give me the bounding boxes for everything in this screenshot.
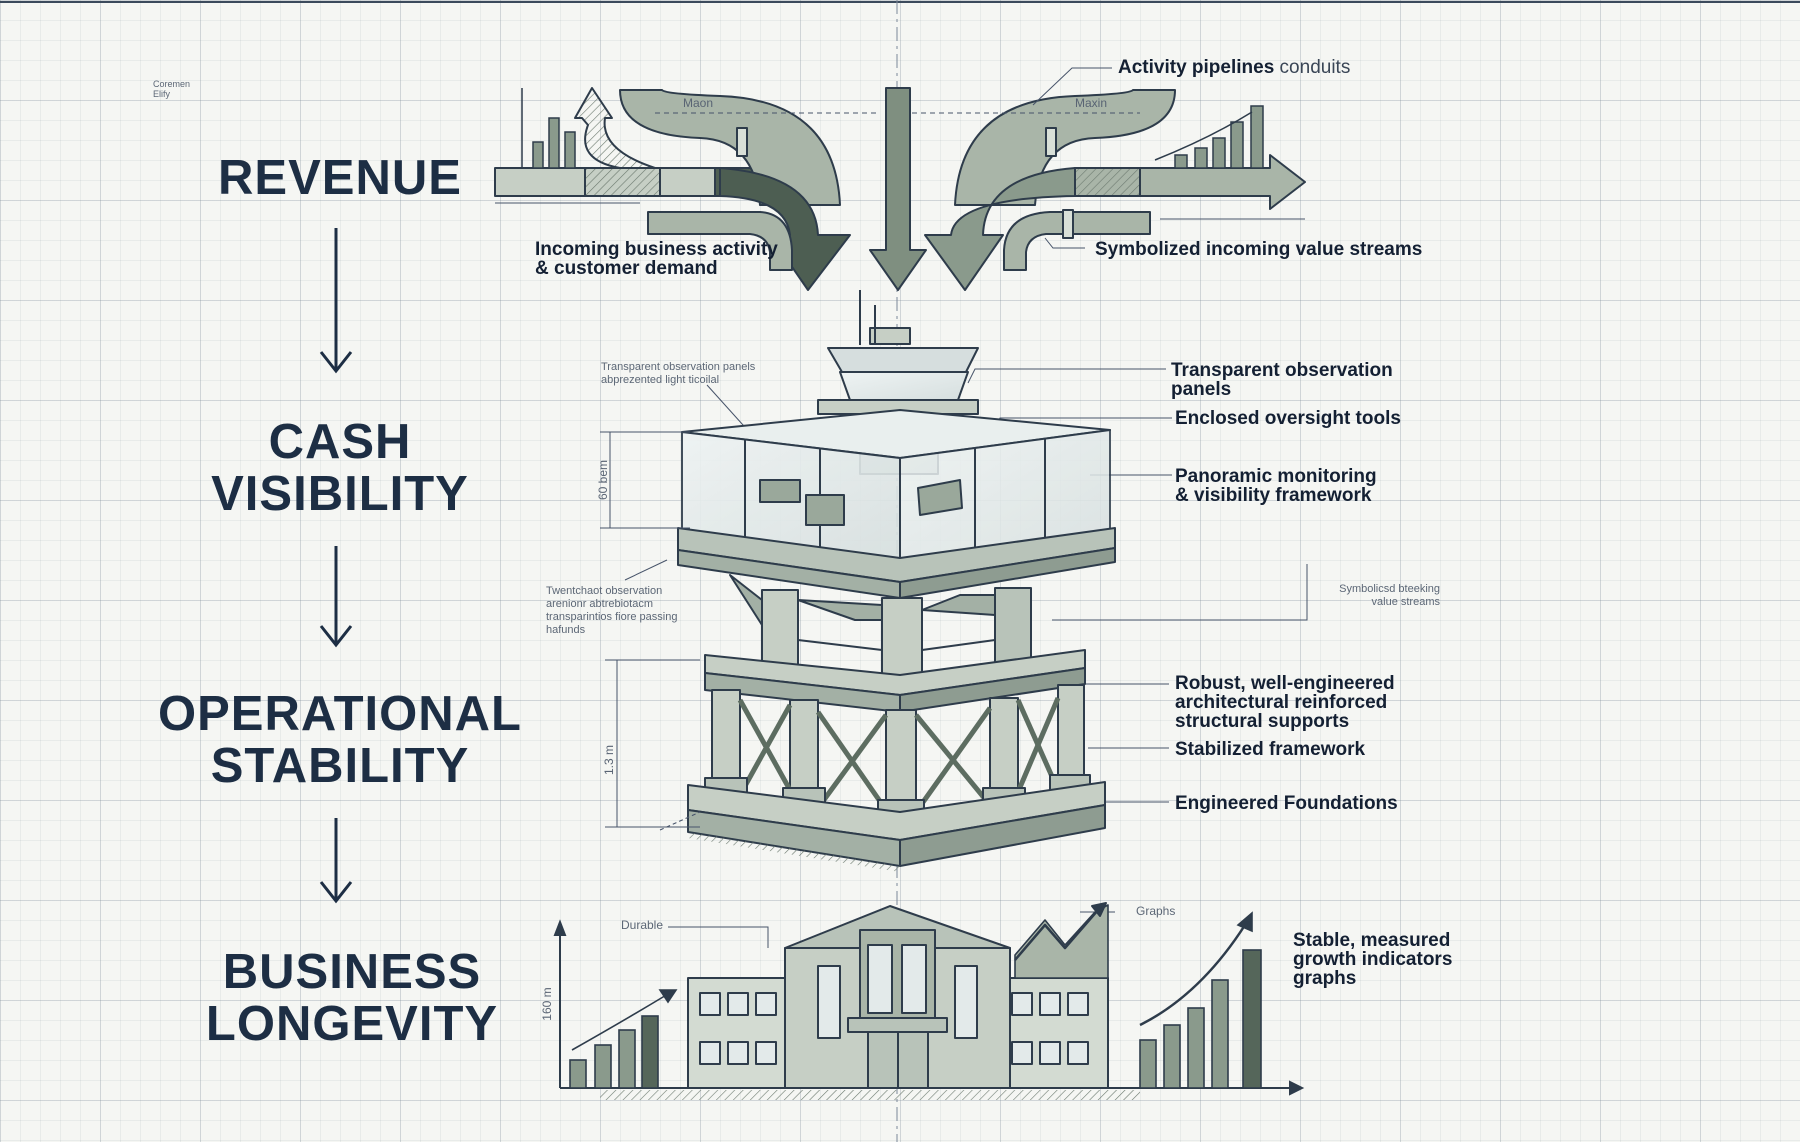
- callout-stabilized-framework: Stabilized framework: [1175, 740, 1365, 759]
- note-corner: Coremen Elify: [153, 79, 190, 99]
- dim-main-right: Maxin: [1075, 96, 1107, 110]
- left-growth-bars: [569, 989, 678, 1089]
- note-graphs-text: Graphs: [1136, 904, 1176, 918]
- callout-robust-supports-line1: Robust, well-engineered: [1175, 673, 1395, 694]
- note-durable: Durable: [621, 919, 663, 932]
- callout-oversight-tools: Enclosed oversight tools: [1175, 409, 1401, 428]
- stage-operational-stability: OPERATIONAL STABILITY: [0, 688, 680, 792]
- note-durable-text: Durable: [621, 918, 664, 932]
- dim-main-left: Maon: [683, 96, 713, 110]
- stage-operational-stability-line2: STABILITY: [210, 739, 470, 793]
- dim-main-right-text: Maxin: [1075, 96, 1108, 110]
- stage-business-longevity-line1: BUSINESS: [222, 945, 482, 999]
- note-streams-small-line1: Symbolicsd bteeking: [1339, 583, 1440, 595]
- dim-tower-lower: 1.3 m: [602, 735, 616, 785]
- callout-stabilized-framework-text: Stabilized framework: [1175, 739, 1366, 760]
- callout-growth-indicators-line3: graphs: [1293, 968, 1357, 989]
- building: [687, 902, 1109, 1089]
- callout-activity-pipelines: Activity pipelines conduits: [1118, 58, 1350, 77]
- note-streams-small: Symbolicsd bteeking value streams: [1290, 583, 1440, 609]
- callout-value-streams-text: Symbolized incoming value streams: [1095, 239, 1423, 260]
- note-panels-small-line1: Transparent observation panels: [601, 361, 756, 373]
- top-right-bars: [1154, 105, 1264, 169]
- callout-incoming-activity: Incoming business activity & customer de…: [535, 240, 778, 278]
- note-panels-small: Transparent observation panels abprezent…: [601, 361, 755, 387]
- callout-value-streams: Symbolized incoming value streams: [1095, 240, 1422, 259]
- callout-transparent-panels: Transparent observation panels: [1171, 361, 1393, 399]
- note-tower-left-line3: transparintios fiore passing: [546, 611, 678, 623]
- arrow-down-icon: [318, 818, 354, 906]
- pipeline-group: [494, 87, 1306, 291]
- tower-structure: [677, 290, 1116, 872]
- note-streams-small-line2: value streams: [1371, 596, 1440, 608]
- callout-foundations: Engineered Foundations: [1175, 794, 1398, 813]
- callout-growth-indicators-line2: growth indicators: [1293, 949, 1453, 970]
- callout-panoramic-line1: Panoramic monitoring: [1175, 466, 1377, 487]
- stage-revenue-text: REVENUE: [218, 151, 462, 205]
- dim-main-left-text: Maon: [683, 96, 714, 110]
- arrow-down-icon: [318, 546, 354, 650]
- dim-tower-upper: 60 bem: [596, 455, 610, 505]
- callout-panoramic: Panoramic monitoring & visibility framew…: [1175, 467, 1377, 505]
- note-tower-left-line1: Twentchaot observation: [546, 585, 663, 597]
- callout-panoramic-line2: & visibility framework: [1175, 485, 1372, 506]
- note-corner-line1: Coremen: [153, 79, 191, 89]
- dim-tower-lower-text: 1.3 m: [602, 745, 616, 776]
- dim-building-height: 160 m: [540, 979, 554, 1029]
- callout-incoming-activity-line2: & customer demand: [535, 258, 718, 279]
- callout-growth-indicators-line1: Stable, measured: [1293, 930, 1451, 951]
- arrow-down-icon: [318, 228, 354, 376]
- callout-foundations-text: Engineered Foundations: [1175, 793, 1398, 814]
- top-left-bars: [521, 88, 576, 169]
- callout-transparent-panels-line2: panels: [1171, 379, 1232, 400]
- callout-activity-pipelines-light: conduits: [1274, 57, 1351, 78]
- note-graphs: Graphs: [1136, 905, 1175, 918]
- note-panels-small-line2: abprezented light ticoilal: [601, 374, 720, 386]
- note-tower-left-line2: arenionr abtrebiotacm: [546, 598, 654, 610]
- stage-cash-visibility-line2: VISIBILITY: [211, 467, 469, 521]
- dim-building-height-text: 160 m: [540, 987, 554, 1021]
- stage-cash-visibility: CASH VISIBILITY: [0, 416, 680, 520]
- callout-transparent-panels-line1: Transparent observation: [1171, 360, 1393, 381]
- stage-operational-stability-line1: OPERATIONAL: [158, 687, 522, 741]
- stage-business-longevity: BUSINESS LONGEVITY: [12, 946, 692, 1050]
- note-tower-left: Twentchaot observation arenionr abtrebio…: [546, 585, 677, 637]
- callout-robust-supports: Robust, well-engineered architectural re…: [1175, 674, 1395, 731]
- right-growth-bars: [1139, 911, 1262, 1089]
- dim-tower-upper-text: 60 bem: [596, 459, 610, 501]
- callout-incoming-activity-line1: Incoming business activity: [535, 239, 778, 260]
- callout-growth-indicators: Stable, measured growth indicators graph…: [1293, 931, 1452, 988]
- callout-activity-pipelines-bold: Activity pipelines: [1118, 57, 1275, 78]
- note-tower-left-line4: hafunds: [546, 624, 586, 636]
- callout-oversight-tools-text: Enclosed oversight tools: [1175, 408, 1401, 429]
- callout-robust-supports-line3: structural supports: [1175, 711, 1350, 732]
- note-corner-line2: Elify: [153, 89, 171, 99]
- callout-robust-supports-line2: architectural reinforced: [1175, 692, 1388, 713]
- stage-revenue: REVENUE: [0, 152, 680, 204]
- stage-business-longevity-line2: LONGEVITY: [205, 997, 499, 1051]
- stage-cash-visibility-line1: CASH: [268, 415, 412, 469]
